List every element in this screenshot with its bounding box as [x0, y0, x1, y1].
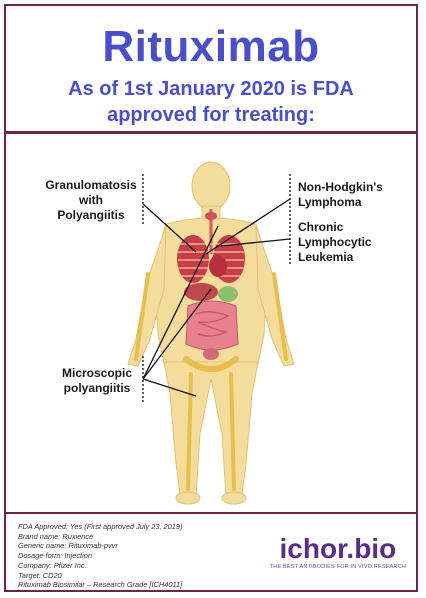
label-nhl-line-1: Non-Hodgkin's [298, 180, 383, 194]
human-body-illustration [127, 161, 295, 505]
info-biosimilar: Rituximab Biosimilar – Research Grade [I… [18, 580, 183, 590]
label-mpa-line-1: Microscopic [61, 366, 133, 380]
info-company: Company: Pfizer Inc. [18, 560, 87, 570]
drug-info: FDA Approved: Yes (First approved July 2… [18, 522, 182, 590]
header: Rituximab As of 1st January 2020 is FDA … [6, 6, 416, 134]
label-microscopic-polyangiitis: Microscopic polyangiitis [56, 366, 138, 396]
label-nhl-line-2: Lymphoma [298, 195, 362, 209]
label-cll-line-3: Leukemia [298, 250, 354, 264]
skeleton [134, 272, 288, 491]
footer: FDA Approved: Yes (First approved July 2… [6, 512, 416, 590]
label-granulomatosis: Granulomatosis with Polyangiitis [42, 178, 140, 223]
label-cll-line-2: Lymphocytic [298, 235, 372, 249]
page-title: Rituximab [102, 22, 320, 71]
info-dosage-form: Dosage form: Injection [18, 551, 92, 561]
label-non-hodgkins-lymphoma: Non-Hodgkin's Lymphoma [298, 180, 383, 210]
subtitle-line-1: As of 1st January 2020 is FDA [68, 78, 354, 100]
label-granulomatosis-line-1: Granulomatosis [45, 178, 137, 192]
ichor-bio-logo[interactable]: ichor.bio THE BEST ANTIBODIES FOR IN VIV… [269, 533, 406, 571]
label-granulomatosis-line-3: Polyangiitis [57, 208, 125, 222]
label-mpa-line-2: polyangiitis [63, 381, 131, 395]
info-generic-name: Generic name: Rituximab-pvvr [18, 541, 118, 551]
logo-tagline: THE BEST ANTIBODIES FOR IN VIVO RESEARCH [269, 564, 406, 570]
label-granulomatosis-line-2: with [79, 193, 103, 207]
label-cll-line-1: Chronic [298, 220, 344, 234]
info-brand-name: Brand name: Ruxience [18, 531, 94, 541]
anatomy-diagram: Granulomatosis with Polyangiitis Non-Hod… [6, 134, 416, 512]
logo-text: ichor.bio [279, 533, 397, 564]
page-subtitle: As of 1st January 2020 is FDA approved f… [6, 76, 416, 128]
subtitle-line-2: approved for treating: [107, 104, 315, 126]
info-fda-approved: FDA Approved: Yes (First approved July 2… [18, 522, 183, 531]
label-chronic-lymphocytic-leukemia: Chronic Lymphocytic Leukemia [298, 220, 372, 265]
infographic-frame: Rituximab As of 1st January 2020 is FDA … [4, 4, 418, 592]
pointer-lines [142, 174, 291, 402]
info-target: Target: CD20 [18, 570, 62, 580]
organs [177, 209, 245, 360]
